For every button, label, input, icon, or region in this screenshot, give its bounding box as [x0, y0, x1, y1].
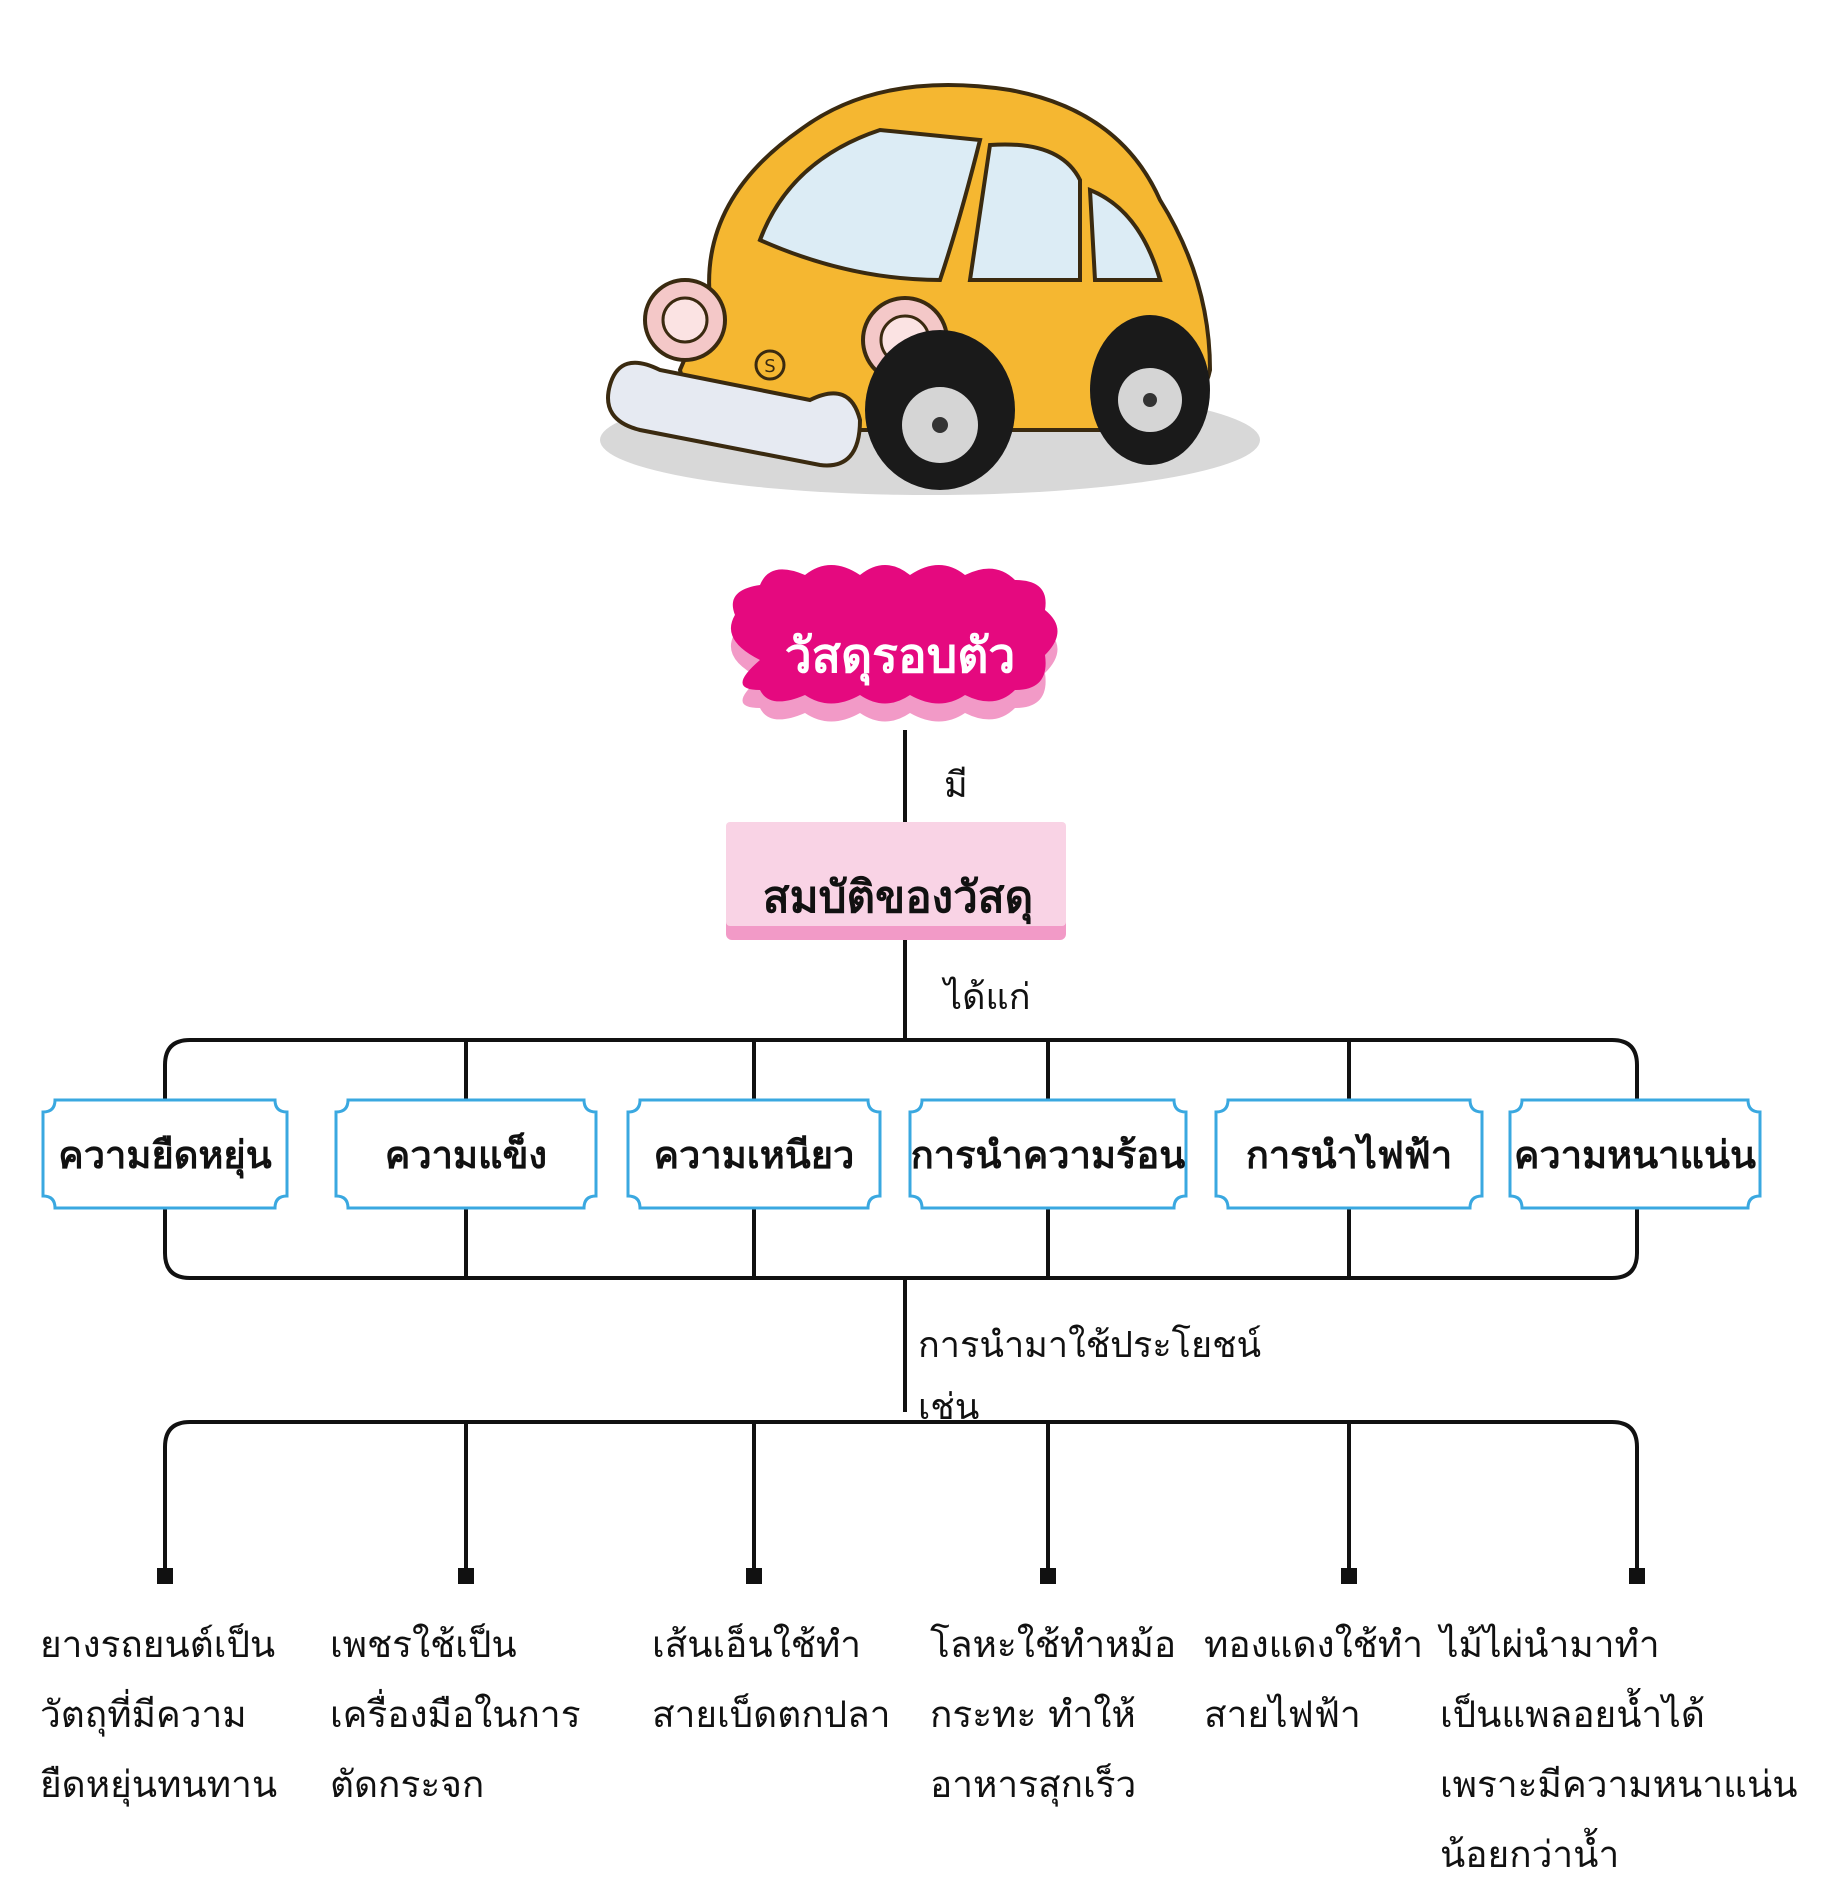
example-rubber: ยางรถยนต์เป็น วัตถุที่มีความ ยืดหยุ่นทนท… — [40, 1610, 277, 1820]
link-usage: การนำมาใช้ประโยชน์ เช่น — [918, 1315, 1261, 1439]
property-electric-conduction: การนำไฟฟ้า — [1245, 1132, 1453, 1177]
example-line: ไม้ไผ่นำมาทำ — [1440, 1623, 1660, 1666]
example-line: ตัดกระจก — [330, 1763, 485, 1806]
example-line: ยางรถยนต์เป็น — [40, 1623, 276, 1666]
example-metal: โลหะใช้ทำหม้อ กระทะ ทำให้ อาหารสุกเร็ว — [930, 1610, 1176, 1820]
example-line: ทองแดงใช้ทำ — [1204, 1623, 1423, 1666]
example-line: เส้นเอ็นใช้ทำ — [652, 1623, 862, 1666]
example-line: โลหะใช้ทำหม้อ — [930, 1623, 1177, 1666]
example-line: สายเบ็ดตกปลา — [652, 1693, 891, 1736]
link-include: ได้แก่ — [944, 977, 1031, 1018]
property-heat-conduction: การนำความร้อน — [910, 1132, 1186, 1177]
property-toughness: ความเหนียว — [653, 1132, 855, 1177]
property-density: ความหนาแน่น — [1514, 1132, 1756, 1177]
example-line: วัตถุที่มีความ — [40, 1693, 247, 1736]
example-line: น้อยกว่าน้ำ — [1440, 1833, 1620, 1876]
example-line: สายไฟฟ้า — [1204, 1693, 1361, 1736]
title-cloud — [730, 565, 1058, 722]
property-hardness: ความแข็ง — [384, 1132, 548, 1177]
link-usage-line-1: การนำมาใช้ประโยชน์ — [918, 1325, 1262, 1366]
example-diamond: เพชรใช้เป็น เครื่องมือในการ ตัดกระจก — [330, 1610, 581, 1820]
svg-text:S: S — [764, 356, 775, 377]
example-line: ยืดหยุ่นทนทาน — [40, 1763, 278, 1806]
example-line: เครื่องมือในการ — [330, 1693, 581, 1736]
diagram-title: วัสดุรอบตัว — [784, 628, 1016, 684]
example-line: อาหารสุกเร็ว — [930, 1763, 1137, 1806]
example-line: เพชรใช้เป็น — [330, 1623, 517, 1666]
example-copper: ทองแดงใช้ทำ สายไฟฟ้า — [1204, 1610, 1423, 1750]
example-line: กระทะ ทำให้ — [930, 1693, 1136, 1736]
example-line: เพราะมีความหนาแน่น — [1440, 1763, 1798, 1806]
properties-header-box — [726, 822, 1066, 940]
example-bamboo: ไม้ไผ่นำมาทำ เป็นแพลอยน้ำได้ เพราะมีความ… — [1440, 1610, 1798, 1890]
link-has: มี — [944, 765, 968, 806]
example-line: เป็นแพลอยน้ำได้ — [1440, 1693, 1705, 1736]
car-illustration: S — [600, 83, 1260, 495]
link-usage-line-2: เช่น — [918, 1387, 980, 1428]
property-flexibility: ความยืดหยุ่น — [58, 1132, 272, 1177]
example-nylon: เส้นเอ็นใช้ทำ สายเบ็ดตกปลา — [652, 1610, 891, 1750]
properties-title: สมบัติของวัสดุ — [762, 872, 1034, 923]
